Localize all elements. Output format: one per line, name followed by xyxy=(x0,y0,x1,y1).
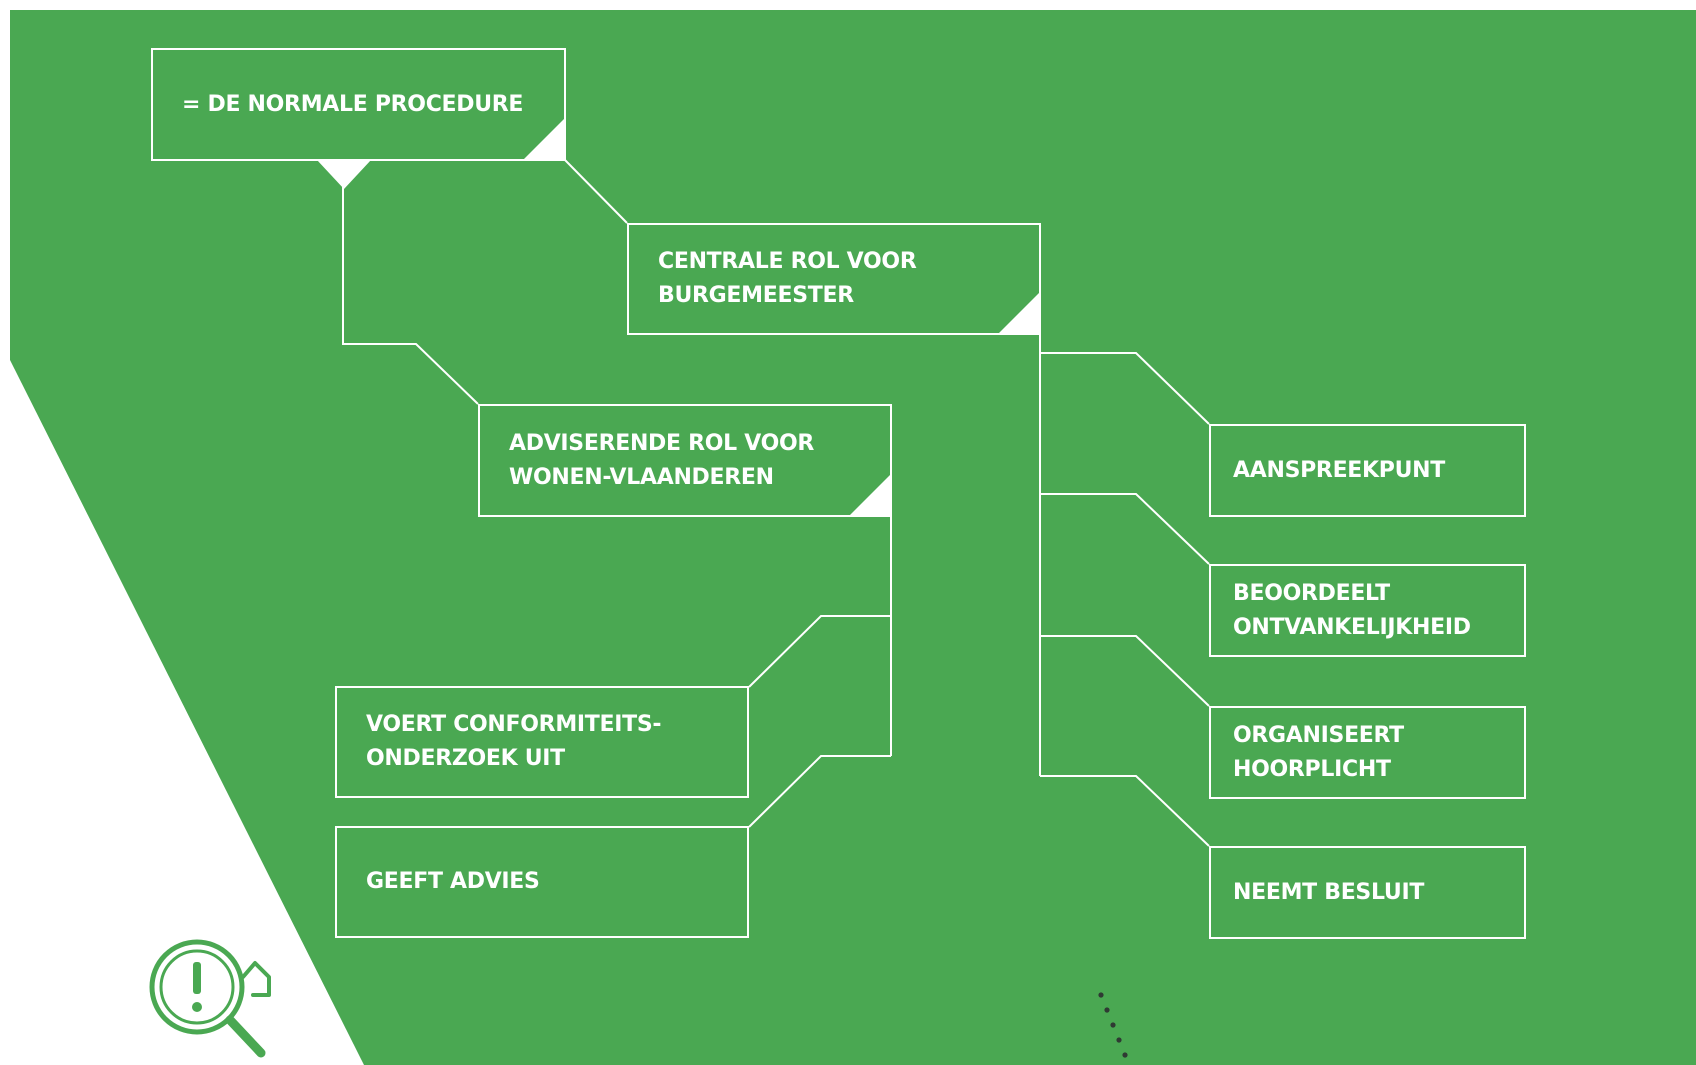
adviserende-box-label: ADVISERENDE ROL VOOR WONEN-VLAANDEREN xyxy=(509,430,815,490)
voert-label: VOERT CONFORMITEITS- ONDERZOEK UIT xyxy=(366,712,662,771)
centrale-box-label: CENTRALE ROL VOOR BURGEMEESTER xyxy=(658,249,917,308)
box-beoordeelt-ontvankelijkheid: BEOORDEELT ONTVANKELIJKHEID xyxy=(1209,564,1526,657)
organiseert-label: ORGANISEERT HOORPLICHT xyxy=(1233,722,1404,782)
box-adviserende-rol-wonen-vlaanderen: ADVISERENDE ROL VOOR WONEN-VLAANDEREN xyxy=(478,404,892,517)
box-centrale-rol-burgemeester: CENTRALE ROL VOOR BURGEMEESTER xyxy=(627,223,1041,335)
box-aanspreekpunt: AANSPREEKPUNT xyxy=(1209,424,1526,517)
root-box-label: = DE NORMALE PROCEDURE xyxy=(182,91,524,117)
aanspreekpunt-label: AANSPREEKPUNT xyxy=(1233,457,1445,483)
root-box-normale-procedure: = DE NORMALE PROCEDURE xyxy=(151,48,566,161)
neemt-besluit-label: NEEMT BESLUIT xyxy=(1233,879,1425,905)
box-organiseert-hoorplicht: ORGANISEERT HOORPLICHT xyxy=(1209,706,1526,799)
box-voert-conformiteitsonderzoek-uit: VOERT CONFORMITEITS- ONDERZOEK UIT xyxy=(335,686,749,798)
geeft-advies-label: GEEFT ADVIES xyxy=(366,869,540,894)
magnifier-exclamation-house-icon xyxy=(149,939,271,1058)
beoordeelt-label: BEOORDEELT ONTVANKELIJKHEID xyxy=(1233,580,1471,640)
box-geeft-advies: GEEFT ADVIES xyxy=(335,826,749,938)
box-neemt-besluit: NEEMT BESLUIT xyxy=(1209,846,1526,939)
